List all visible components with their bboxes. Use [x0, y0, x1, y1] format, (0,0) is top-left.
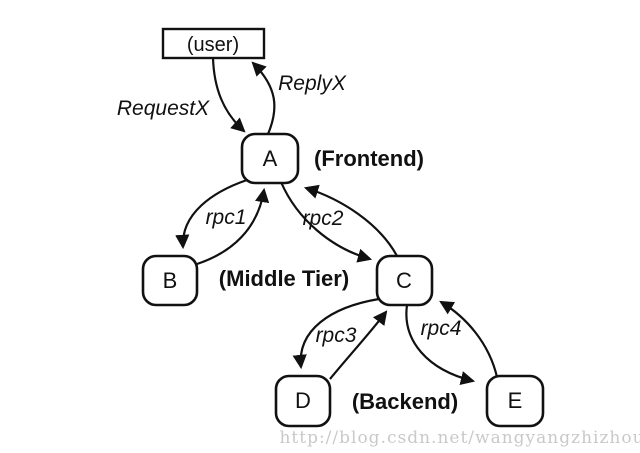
edge-rpc2-request-a-to-c: [279, 181, 373, 263]
watermark-text: http://blog.csdn.net/wangyangzhizhou: [279, 428, 640, 448]
node-user: (user): [161, 27, 266, 60]
edge-rpc3-reply-d-to-c: [329, 310, 388, 380]
label-replyx: ReplyX: [278, 72, 347, 95]
node-d: D: [274, 374, 332, 428]
label-frontend-tier: (Frontend): [314, 146, 424, 171]
edge-requestx-user-to-a: [211, 57, 246, 133]
node-d-box: [274, 374, 332, 428]
edge-rpc4-reply-e-to-c: [439, 300, 499, 378]
node-b: B: [141, 254, 199, 307]
label-rpc2: rpc2: [303, 207, 344, 230]
node-e: E: [485, 374, 545, 428]
node-user-box: [161, 27, 266, 60]
node-b-box: [141, 254, 199, 307]
edge-rpc4-request-c-to-e: [405, 304, 476, 386]
node-user-label: (user): [187, 34, 239, 56]
node-a: A: [240, 132, 300, 185]
edge-replyx-a-to-user: [251, 61, 276, 135]
node-c: C: [375, 254, 434, 307]
node-a-box: [240, 132, 300, 185]
node-e-box: [485, 374, 545, 428]
node-e-label: E: [508, 388, 523, 413]
edge-rpc1-request-a-to-b: [175, 178, 248, 250]
node-b-label: B: [163, 268, 178, 293]
node-c-box: [375, 254, 434, 307]
node-c-label: C: [396, 268, 412, 293]
label-rpc1: rpc1: [206, 206, 247, 229]
edge-rpc3-request-c-to-d: [292, 297, 380, 370]
node-a-label: A: [263, 146, 278, 171]
label-rpc3: rpc3: [316, 324, 357, 347]
node-d-label: D: [295, 388, 311, 413]
label-rpc4: rpc4: [421, 317, 462, 340]
label-requestx: RequestX: [117, 97, 210, 120]
edge-rpc2-reply-c-to-a: [303, 184, 398, 257]
edge-rpc1-reply-b-to-a: [196, 187, 270, 266]
label-backend-tier: (Backend): [352, 389, 458, 414]
label-middle-tier: (Middle Tier): [219, 266, 349, 291]
